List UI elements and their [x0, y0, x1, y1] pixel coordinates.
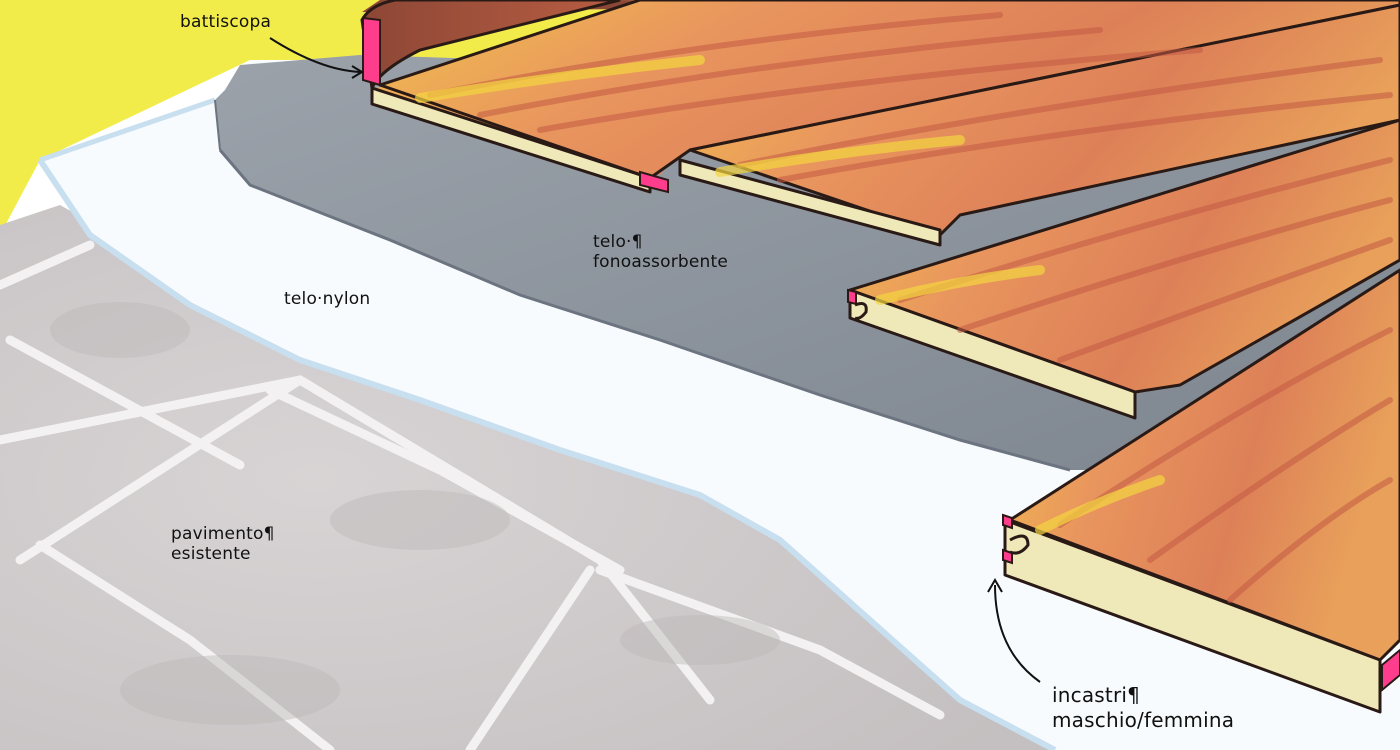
label-telo-nylon: telo·nylon: [284, 289, 371, 309]
label-incastri: incastri¶ maschio/femmina: [1052, 683, 1235, 732]
label-telo-fonoassorbente: telo·¶ fonoassorbente: [593, 232, 729, 272]
battiscopa-arrow: [269, 37, 361, 73]
wood-yellow-highlights: [415, 55, 1165, 535]
tile-wash-stains: [50, 302, 780, 725]
label-pavimento-esistente: pavimento¶ esistente: [171, 524, 275, 564]
nylon-sheet-edge: [37, 158, 1057, 750]
tongue-groove-joints: [639, 170, 1400, 693]
incastri-arrow: [994, 584, 1041, 683]
label-battiscopa: battiscopa: [180, 12, 272, 32]
board-side-faces: [370, 86, 1382, 714]
